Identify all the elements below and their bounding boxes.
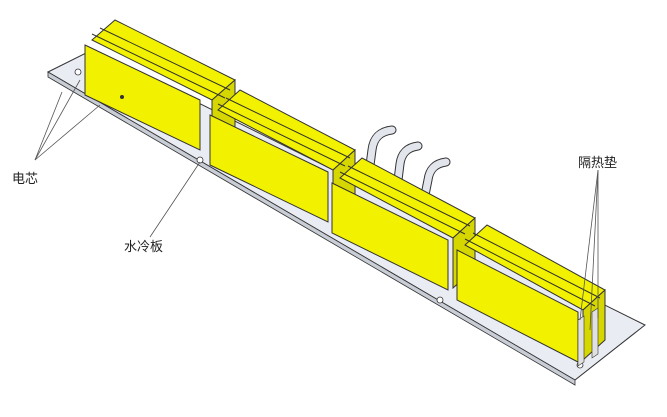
label-cell: 电芯 bbox=[12, 172, 39, 187]
leader-lines bbox=[34, 79, 599, 331]
cooling-pipes bbox=[365, 125, 451, 200]
label-insulation-pad: 隔热垫 bbox=[578, 156, 618, 171]
module-2 bbox=[209, 89, 356, 223]
module-4 bbox=[456, 224, 606, 367]
label-cold-plate: 水冷板 bbox=[124, 240, 164, 255]
module-3 bbox=[331, 157, 476, 291]
cold-plate-front-edge bbox=[47, 71, 576, 386]
